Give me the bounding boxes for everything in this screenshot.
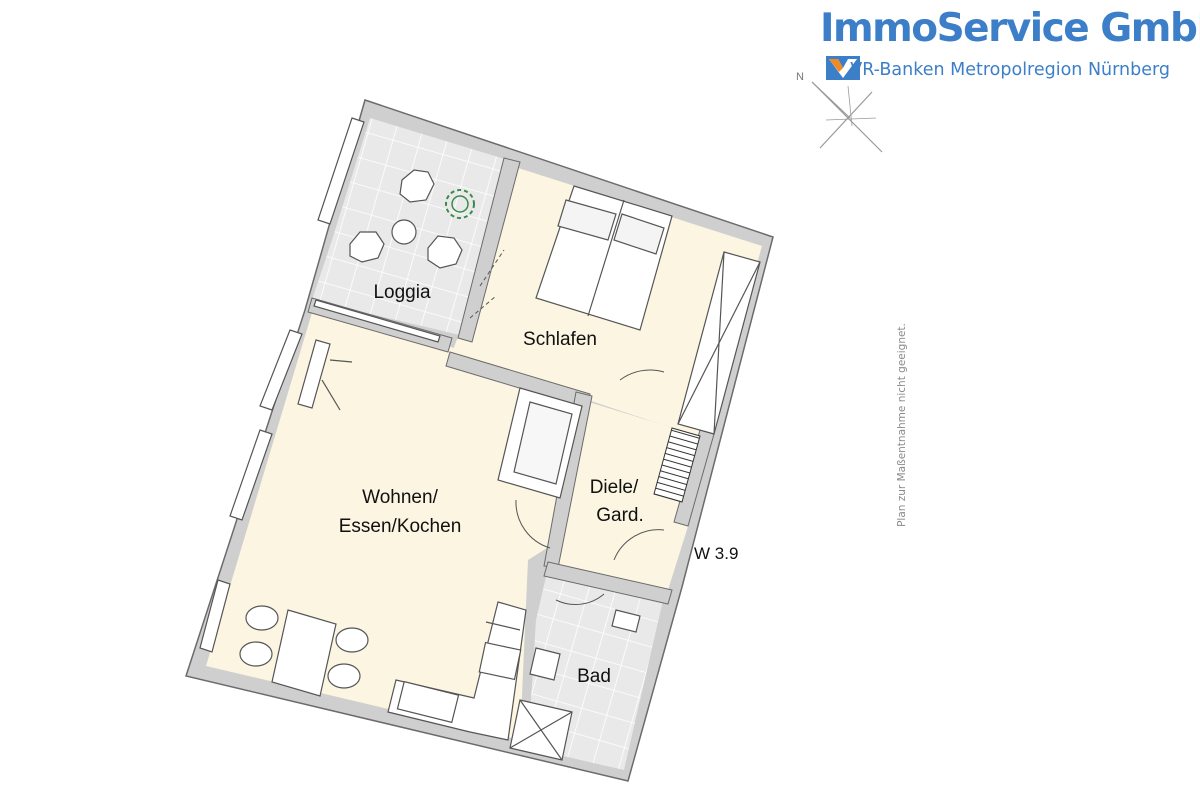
windows — [199, 117, 441, 653]
brand-title: ImmoService GmbH — [820, 6, 1200, 51]
double-bed — [535, 185, 673, 331]
coat-rack — [653, 427, 701, 503]
room-label-wohnen: Wohnen/ — [362, 487, 438, 508]
unit-label: W 3.9 — [694, 544, 738, 563]
sofa — [497, 387, 583, 499]
door-swings — [469, 249, 665, 606]
room-label-schlafen: Schlafen — [523, 329, 597, 350]
wardrobe — [677, 251, 761, 435]
kitchen-counter — [387, 601, 527, 741]
compass-rose: N — [796, 71, 883, 153]
loggia-furniture — [349, 169, 475, 269]
room-label-diele: Diele/ — [590, 477, 639, 498]
bathroom-fixtures — [509, 609, 641, 761]
compass-north-label: N — [796, 71, 804, 83]
room-label-essen-kochen: Essen/Kochen — [339, 516, 462, 537]
room-label-gard: Gard. — [596, 505, 644, 526]
brand-subtitle: VR-Banken Metropolregion Nürnberg — [850, 60, 1170, 80]
brand-logo — [826, 56, 860, 80]
room-label-loggia: Loggia — [373, 282, 430, 303]
room-label-bad: Bad — [577, 666, 611, 687]
tv-unit — [297, 339, 353, 411]
dining-table — [239, 605, 369, 697]
